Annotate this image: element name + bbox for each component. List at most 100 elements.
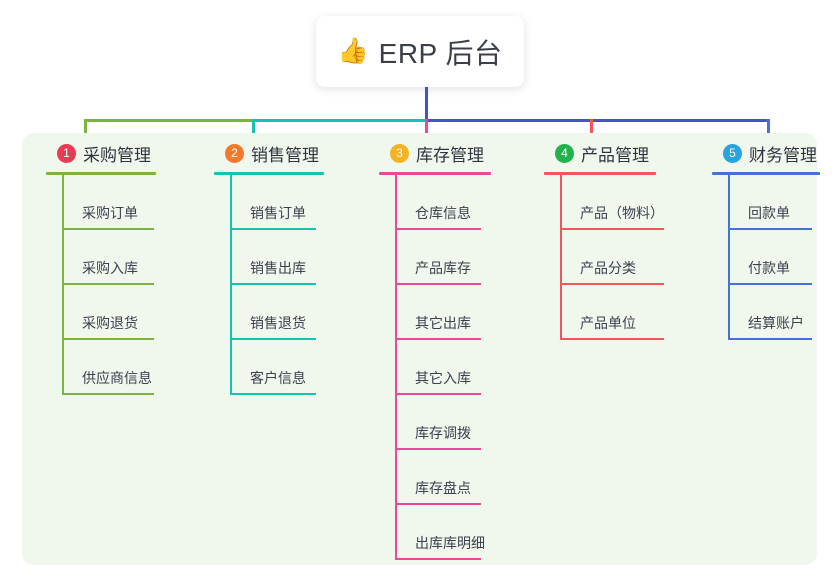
column-header[interactable]: 2 销售管理 [208, 140, 324, 166]
leaf-item-underline [62, 393, 154, 395]
leaf-item[interactable]: 仓库信息 [395, 175, 491, 230]
leaf-item[interactable]: 产品（物料） [560, 175, 664, 230]
leaf-item-label: 销售退货 [250, 315, 306, 331]
leaf-item[interactable]: 销售出库 [230, 230, 324, 285]
leaf-item-underline [395, 338, 481, 340]
leaf-item[interactable]: 付款单 [728, 230, 820, 285]
leaf-item[interactable]: 供应商信息 [62, 340, 156, 395]
leaf-item-underline [560, 283, 664, 285]
leaf-item-label: 其它入库 [415, 370, 471, 386]
root-node-label: ERP 后台 [378, 37, 503, 69]
leaf-item[interactable]: 产品库存 [395, 230, 491, 285]
leaf-item-underline [395, 448, 481, 450]
column-header[interactable]: 5 财务管理 [706, 140, 820, 166]
leaf-item-underline [230, 338, 316, 340]
column-title: 财务管理 [749, 145, 817, 165]
leaf-item-label: 其它出库 [415, 315, 471, 331]
column-spine [230, 175, 232, 395]
leaf-item-underline [395, 558, 481, 560]
column-title-underline [712, 172, 820, 175]
column-index-badge: 2 [225, 143, 244, 163]
leaf-item[interactable]: 采购退货 [62, 285, 156, 340]
column-title: 采购管理 [83, 145, 151, 165]
column-items: 采购订单采购入库采购退货供应商信息 [62, 175, 156, 395]
column-库存管理: 3 库存管理仓库信息产品库存其它出库其它入库库存调拨库存盘点出库库明细 [373, 140, 491, 560]
column-title-underline [379, 172, 491, 175]
leaf-item-label: 产品（物料） [580, 205, 664, 221]
column-header[interactable]: 4 产品管理 [538, 140, 656, 166]
leaf-item-underline [62, 228, 154, 230]
leaf-item-underline [62, 283, 154, 285]
column-spine [395, 175, 397, 560]
column-index-badge: 5 [723, 143, 742, 163]
leaf-item[interactable]: 其它入库 [395, 340, 491, 395]
leaf-item-underline [560, 228, 664, 230]
leaf-item[interactable]: 回款单 [728, 175, 820, 230]
leaf-item[interactable]: 出库库明细 [395, 505, 491, 560]
leaf-item-underline [395, 283, 481, 285]
leaf-item-underline [230, 228, 316, 230]
connector-bus-teal [252, 119, 428, 122]
leaf-item-label: 销售订单 [250, 205, 306, 221]
thumbs-up-icon: 👍 [337, 37, 369, 65]
leaf-item[interactable]: 其它出库 [395, 285, 491, 340]
column-spine [560, 175, 562, 340]
root-node[interactable]: 👍 ERP 后台 [316, 16, 524, 87]
column-产品管理: 4 产品管理产品（物料） 产品分类产品单位 [538, 140, 664, 340]
leaf-item-label: 产品单位 [580, 315, 636, 331]
leaf-item-label: 产品库存 [415, 260, 471, 276]
leaf-item[interactable]: 采购订单 [62, 175, 156, 230]
column-销售管理: 2 销售管理销售订单销售出库销售退货客户信息 [208, 140, 324, 395]
leaf-item[interactable]: 库存调拨 [395, 395, 491, 450]
leaf-item[interactable]: 销售退货 [230, 285, 324, 340]
column-spine [728, 175, 730, 340]
leaf-item-underline [728, 283, 812, 285]
leaf-item-label: 付款单 [748, 260, 790, 276]
leaf-item[interactable]: 产品单位 [560, 285, 664, 340]
leaf-item-label: 回款单 [748, 205, 790, 221]
leaf-item[interactable]: 采购入库 [62, 230, 156, 285]
column-spine [62, 175, 64, 395]
leaf-item-underline [728, 338, 812, 340]
leaf-item[interactable]: 销售订单 [230, 175, 324, 230]
leaf-item-underline [395, 503, 481, 505]
leaf-item[interactable]: 产品分类 [560, 230, 664, 285]
leaf-item-label: 采购订单 [82, 205, 138, 221]
leaf-item-underline [62, 338, 154, 340]
column-header[interactable]: 3 库存管理 [373, 140, 491, 166]
column-采购管理: 1 采购管理采购订单采购入库采购退货供应商信息 [40, 140, 156, 395]
connector-bus-blue [425, 119, 770, 122]
column-index-badge: 4 [555, 143, 574, 163]
leaf-item-label: 产品分类 [580, 260, 636, 276]
leaf-item[interactable]: 结算账户 [728, 285, 820, 340]
column-title: 库存管理 [416, 145, 484, 165]
column-items: 回款单付款单结算账户 [728, 175, 820, 340]
column-index-badge: 1 [57, 143, 76, 163]
column-title-underline [46, 172, 156, 175]
leaf-item-label: 结算账户 [748, 315, 804, 331]
leaf-item-underline [728, 228, 812, 230]
connector-bus-green [84, 119, 254, 122]
leaf-item-label: 采购退货 [82, 315, 138, 331]
column-items: 仓库信息产品库存其它出库其它入库库存调拨库存盘点出库库明细 [395, 175, 491, 560]
column-title: 产品管理 [581, 145, 649, 165]
column-index-badge: 3 [390, 143, 409, 163]
column-items: 销售订单销售出库销售退货客户信息 [230, 175, 324, 395]
column-header[interactable]: 1 采购管理 [40, 140, 156, 166]
leaf-item[interactable]: 客户信息 [230, 340, 324, 395]
leaf-item-underline [395, 393, 481, 395]
column-财务管理: 5 财务管理回款单付款单结算账户 [706, 140, 820, 340]
leaf-item-label: 采购入库 [82, 260, 138, 276]
leaf-item-underline [230, 393, 316, 395]
leaf-item[interactable]: 库存盘点 [395, 450, 491, 505]
leaf-item-label: 供应商信息 [82, 370, 152, 386]
connector-root-stem [425, 87, 428, 121]
column-title: 销售管理 [251, 145, 319, 165]
leaf-item-underline [230, 283, 316, 285]
diagram-panel [22, 133, 817, 565]
leaf-item-label: 仓库信息 [415, 205, 471, 221]
column-title-underline [214, 172, 324, 175]
column-items: 产品（物料） 产品分类产品单位 [560, 175, 664, 340]
leaf-item-label: 销售出库 [250, 260, 306, 276]
